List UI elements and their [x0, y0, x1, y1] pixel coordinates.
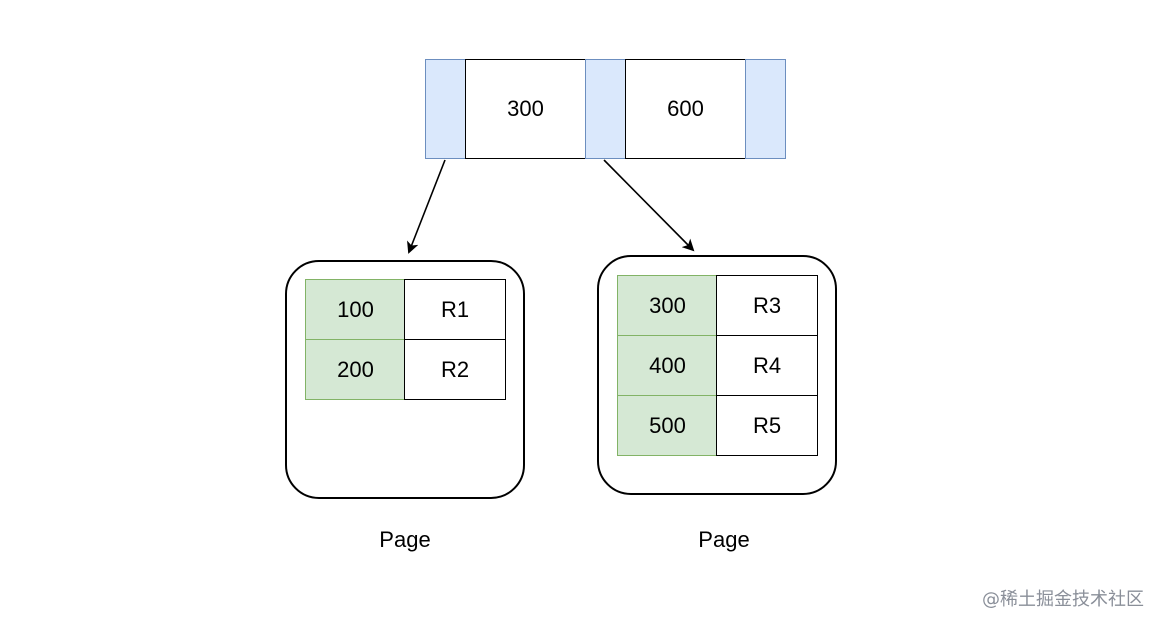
page-left-record-1-key: 200: [305, 339, 406, 400]
root-key-cell-0: 300: [465, 59, 586, 159]
page-right-record-0-key: 300: [617, 275, 718, 336]
page-right-label: Page: [698, 527, 750, 552]
root-index-node: 300 600: [425, 59, 786, 159]
root-pointer-cell-1: [585, 59, 626, 159]
page-right-record-1-value: R4: [716, 335, 818, 396]
page-right-record-2-value: R5: [716, 395, 818, 456]
watermark-text: @稀土掘金技术社区: [982, 589, 1144, 610]
page-left-record-1-value: R2: [404, 339, 506, 400]
page-left-record-0-value: R1: [404, 279, 506, 340]
root-pointer-cell-2: [745, 59, 786, 159]
page-right-record-1-key: 400: [617, 335, 718, 396]
page-right-record-0-value: R3: [716, 275, 818, 336]
page-left-label: Page: [379, 527, 431, 552]
page-left-record-0-key: 100: [305, 279, 406, 340]
arrow-to-left-page: [407, 159, 446, 254]
root-pointer-cell-0: [425, 59, 466, 159]
page-right-record-2-key: 500: [617, 395, 718, 456]
root-key-cell-1: 600: [625, 59, 746, 159]
arrow-to-right-page: [603, 159, 695, 252]
